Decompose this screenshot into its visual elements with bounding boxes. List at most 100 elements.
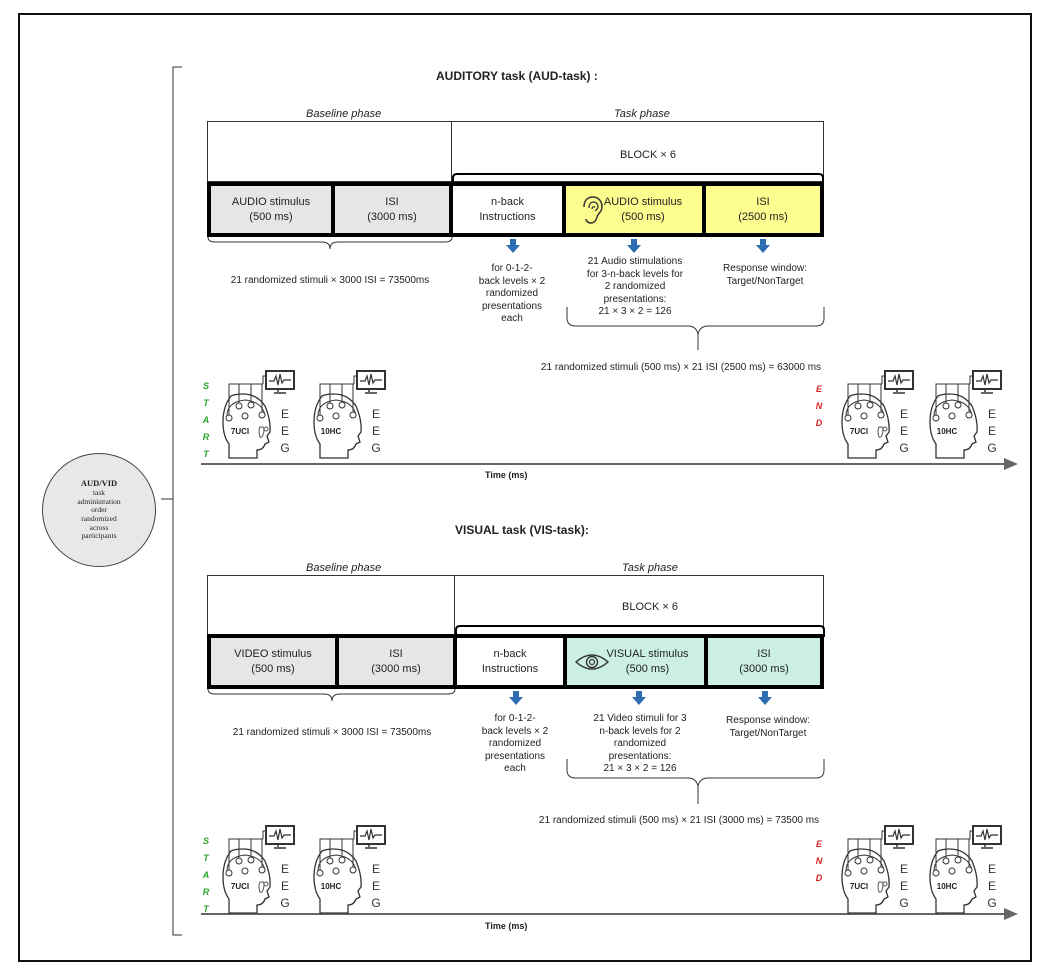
visual-block-label: BLOCK × 6	[622, 601, 678, 613]
monitor-icon	[356, 825, 386, 849]
group-label: 7UCI	[230, 882, 250, 891]
group-label: 10HC	[936, 882, 958, 891]
auditory-task-brace	[566, 307, 825, 350]
order-circle: AUD/VID task administration order random…	[42, 453, 156, 567]
cochlear-implant-icon	[877, 426, 888, 438]
auditory-time-label: Time (ms)	[485, 470, 528, 480]
visual-time-axis	[201, 908, 1018, 920]
group-label: 7UCI	[849, 882, 869, 891]
head-icon	[313, 375, 362, 459]
head-icon	[841, 830, 890, 914]
figure-frame	[18, 13, 1032, 962]
head-icon	[222, 830, 271, 914]
visual-phase-divider	[454, 575, 455, 636]
auditory-baseline-label: Baseline phase	[306, 108, 382, 120]
auditory-audio-stimulus-task-box: AUDIO stimulus(500 ms)	[562, 182, 706, 237]
head-icon	[222, 375, 271, 459]
monitor-icon	[265, 370, 295, 394]
down-arrow-icon	[509, 691, 523, 705]
auditory-response-note: Response window:Target/NonTarget	[723, 263, 807, 287]
monitor-icon	[884, 370, 914, 394]
auditory-time-axis	[201, 458, 1018, 470]
visual-task-label: Task phase	[622, 562, 678, 574]
monitor-icon	[884, 825, 914, 849]
cochlear-implant-icon	[258, 881, 269, 893]
auditory-block-label: BLOCK × 6	[620, 149, 676, 161]
monitor-icon	[972, 825, 1002, 849]
eye-icon	[575, 654, 609, 670]
visual-time-label: Time (ms)	[485, 921, 528, 931]
visual-title: VISUAL task (VIS-task):	[455, 523, 589, 537]
visual-block-bracket	[455, 625, 825, 637]
group-label: 10HC	[320, 427, 342, 436]
section-bracket	[161, 66, 182, 936]
head-icon	[313, 830, 362, 914]
visual-video-stimulus-box: VIDEO stimulus(500 ms)	[207, 634, 339, 689]
group-label: 7UCI	[849, 427, 869, 436]
monitor-icon	[972, 370, 1002, 394]
visual-isi-box: ISI(3000 ms)	[335, 634, 457, 689]
visual-task-summary: 21 randomized stimuli (500 ms) × 21 ISI …	[538, 815, 820, 826]
cochlear-implant-icon	[258, 426, 269, 438]
down-arrow-icon	[627, 239, 641, 253]
auditory-block-bracket	[452, 173, 824, 185]
visual-task-brace	[566, 759, 825, 804]
auditory-phase-frame	[207, 121, 824, 182]
visual-baseline-label: Baseline phase	[306, 562, 382, 574]
auditory-audio-stimulus-box: AUDIO stimulus(500 ms)	[207, 182, 335, 237]
order-circle-title: AUD/VID	[80, 478, 118, 489]
head-icon	[841, 375, 890, 459]
group-label: 10HC	[936, 427, 958, 436]
down-arrow-icon	[632, 691, 646, 705]
head-icon	[929, 830, 978, 914]
visual-baseline-brace	[207, 688, 456, 702]
monitor-icon	[356, 370, 386, 394]
down-arrow-icon	[756, 239, 770, 253]
down-arrow-icon	[758, 691, 772, 705]
visual-isi-task-box: ISI(3000 ms)	[704, 634, 824, 689]
auditory-title: AUDITORY task (AUD-task) :	[436, 69, 598, 83]
head-icon	[929, 375, 978, 459]
visual-response-note: Response window:Target/NonTarget	[726, 715, 810, 739]
visual-stimulus-task-box: VISUAL stimulus(500 ms)	[563, 634, 708, 689]
auditory-phase-divider	[451, 121, 452, 182]
auditory-baseline-summary: 21 randomized stimuli × 3000 ISI = 73500…	[230, 275, 430, 286]
ear-icon	[583, 196, 603, 224]
auditory-task-label: Task phase	[614, 108, 670, 120]
auditory-isi-box: ISI(3000 ms)	[331, 182, 453, 237]
group-label: 10HC	[320, 882, 342, 891]
auditory-task-summary: 21 randomized stimuli (500 ms) × 21 ISI …	[540, 362, 822, 373]
monitor-icon	[265, 825, 295, 849]
group-label: 7UCI	[230, 427, 250, 436]
down-arrow-icon	[506, 239, 520, 253]
auditory-baseline-brace	[207, 236, 453, 250]
visual-baseline-summary: 21 randomized stimuli × 3000 ISI = 73500…	[232, 727, 432, 738]
cochlear-implant-icon	[877, 881, 888, 893]
